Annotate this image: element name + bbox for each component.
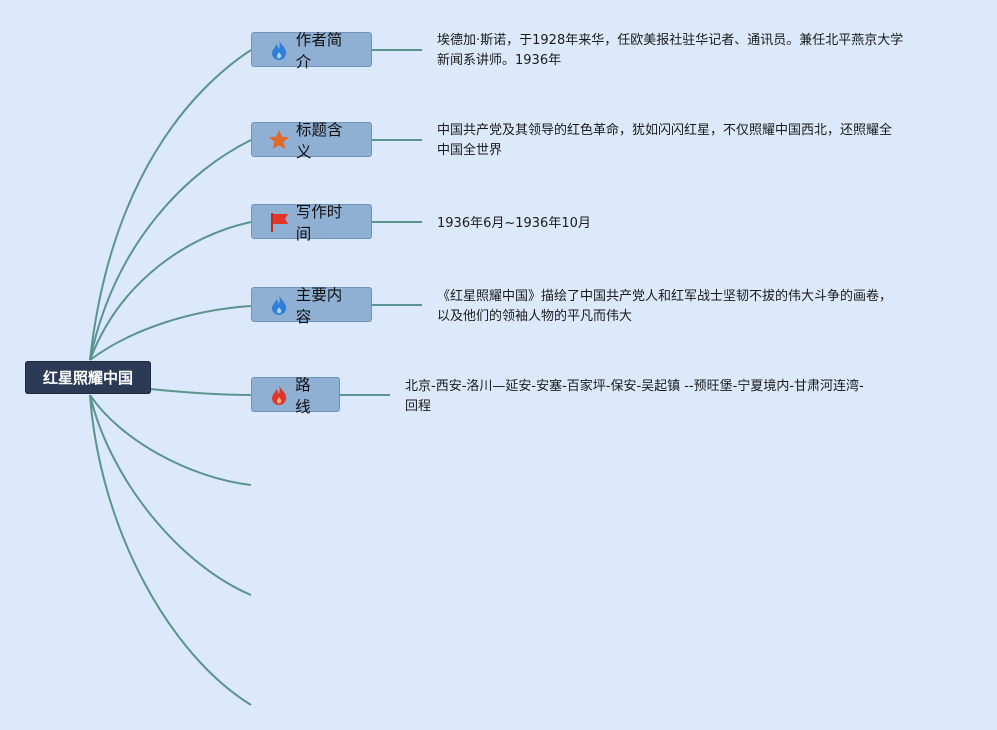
- detail-line: 埃德加·斯诺，于1928年来华，任欧美报社驻华记者、通讯员。兼任北平燕京大学: [437, 33, 904, 48]
- connector-empty-2: [89, 394, 252, 596]
- fire-icon: [268, 384, 289, 406]
- detail-main-content[interactable]: 《红星照耀中国》描绘了中国共产党人和红军战士坚韧不拔的伟大斗争的画卷， 以及他们…: [437, 287, 892, 327]
- connector-author: [89, 49, 252, 361]
- topic-label: 标题含义: [296, 120, 343, 161]
- detail-line: 《红星照耀中国》描绘了中国共产党人和红军战士坚韧不拔的伟大斗争的画卷，: [437, 289, 893, 304]
- topic-route[interactable]: 路线: [251, 376, 340, 416]
- connector-empty-1: [89, 394, 252, 486]
- detail-line: 中国共产党及其领导的红色革命，犹如闪闪红星，不仅照耀中国西北，还照耀全: [437, 123, 893, 138]
- topic-writing-time[interactable]: 写作时间: [251, 203, 372, 243]
- topic-author-intro[interactable]: 作者简介: [251, 31, 372, 71]
- topic-label: 作者简介: [295, 30, 343, 71]
- topic-main-content[interactable]: 主要内容: [251, 286, 372, 326]
- connector-writing-time: [89, 221, 252, 361]
- star-icon: [268, 129, 290, 151]
- fire-icon: [268, 39, 290, 61]
- topic-title-meaning[interactable]: 标题含义: [251, 121, 372, 161]
- connector-main-content: [89, 305, 252, 361]
- detail-line: 中国全世界: [437, 143, 503, 158]
- topic-label: 写作时间: [295, 202, 343, 243]
- topic-label: 主要内容: [295, 285, 343, 326]
- detail-line: 新闻系讲师。1936年: [437, 53, 562, 68]
- connector-route: [149, 388, 252, 396]
- detail-line: 回程: [405, 399, 432, 414]
- connector-title-meaning: [89, 139, 252, 361]
- detail-line: 北京-西安-洛川—延安-安塞-百家坪-保安-吴起镇 --预旺堡-宁夏境内-甘肃河…: [405, 379, 864, 394]
- detail-line: 以及他们的领袖人物的平凡而伟大: [437, 309, 633, 324]
- flag-icon: [268, 211, 290, 233]
- topic-label: 路线: [295, 375, 311, 416]
- detail-title-meaning[interactable]: 中国共产党及其领导的红色革命，犹如闪闪红星，不仅照耀中国西北，还照耀全 中国全世…: [437, 121, 892, 161]
- fire-icon: [268, 294, 290, 316]
- detail-author-intro[interactable]: 埃德加·斯诺，于1928年来华，任欧美报社驻华记者、通讯员。兼任北平燕京大学 新…: [437, 31, 903, 71]
- detail-line: 1936年6月~1936年10月: [437, 216, 591, 231]
- detail-writing-time[interactable]: 1936年6月~1936年10月: [437, 214, 591, 234]
- root-topic[interactable]: 红星照耀中国: [25, 361, 151, 394]
- connector-empty-3: [89, 394, 252, 706]
- detail-route[interactable]: 北京-西安-洛川—延安-安塞-百家坪-保安-吴起镇 --预旺堡-宁夏境内-甘肃河…: [405, 377, 864, 417]
